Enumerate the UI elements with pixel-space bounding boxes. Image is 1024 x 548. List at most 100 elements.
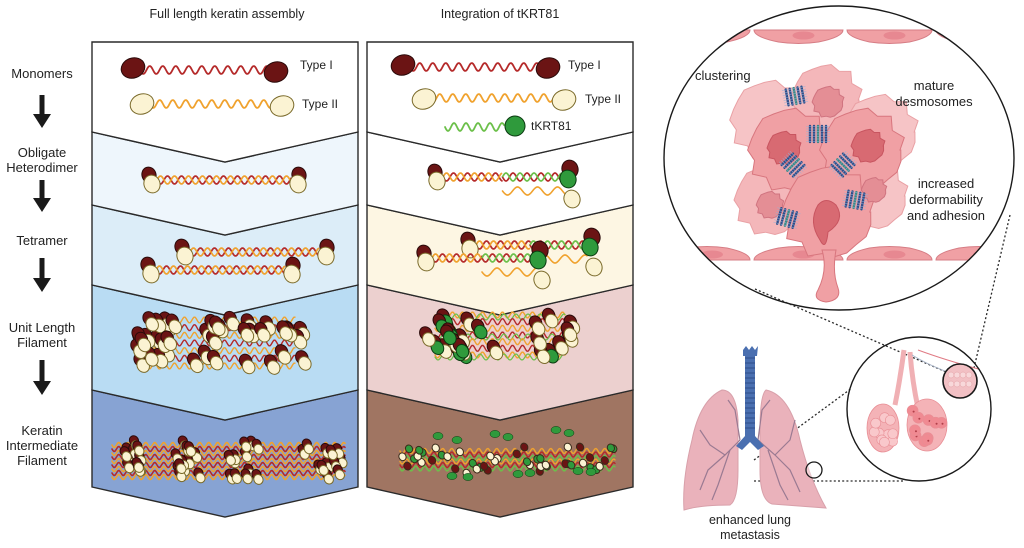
label-line: enhanced lung [708, 513, 792, 527]
desmosome-filament [832, 154, 850, 172]
heterodimer [141, 166, 307, 194]
type2-head [298, 356, 312, 371]
type2-head [531, 321, 546, 336]
label-line: desmosomes [895, 94, 973, 109]
type2-head [142, 264, 160, 284]
type2-head [253, 443, 264, 455]
label-line: increased [917, 176, 975, 191]
type2-head [241, 441, 252, 453]
desmosome-filament [841, 205, 866, 210]
type2-head [145, 352, 159, 367]
tumor-cell-small [959, 380, 967, 388]
desmosome-icon [829, 151, 857, 179]
alveolus [912, 411, 925, 424]
arrow-head [33, 278, 51, 292]
tkrt81-head [581, 237, 599, 257]
type2-head [241, 359, 256, 375]
arrow-head [33, 198, 51, 212]
tkrt81-heterodimer [427, 159, 581, 209]
tumor-cell-small [947, 380, 955, 388]
type1-rod [139, 65, 271, 75]
helix-strand [431, 253, 483, 263]
free-tkrt81-head [502, 433, 514, 441]
type2-head [563, 189, 581, 209]
label-line: Filament [17, 453, 67, 468]
type2-head [422, 332, 436, 347]
type2-head [231, 473, 242, 484]
stage-label-monomers: Monomers [0, 66, 88, 81]
right-column-title: Integration of tKRT81 [440, 7, 560, 21]
protein-head [455, 447, 464, 457]
tkrt81-head [443, 330, 457, 346]
free-tkrt81-head [563, 429, 575, 437]
keratin-intermediate-filament-right [398, 426, 618, 481]
tumor-cell-small [959, 371, 967, 379]
bronchial-tree [699, 399, 801, 501]
tkrt81-rod [444, 121, 505, 133]
type2-head [533, 270, 551, 290]
desmosome-filament [842, 202, 866, 208]
type2-head [327, 449, 338, 461]
desmosome-filament [782, 88, 806, 94]
desmosome-filament [784, 101, 809, 106]
arrow-shaft [39, 360, 45, 383]
type2-head [544, 313, 559, 329]
label-line: Intermediate [5, 438, 79, 453]
protein-head [563, 442, 572, 452]
type2-head [266, 360, 281, 375]
desmosome-filament [784, 156, 802, 174]
alveoli-view-circle [846, 336, 992, 482]
type2-head [129, 93, 155, 115]
type2-head [269, 95, 295, 117]
desmosome-filament [774, 219, 798, 227]
desmosome-icon [773, 207, 801, 229]
helix-strand [111, 465, 346, 473]
type2-head [555, 341, 569, 356]
free-tkrt81-head [462, 473, 474, 481]
nucleus [813, 200, 841, 245]
type2-head [208, 335, 223, 351]
larynx [743, 346, 758, 356]
down-arrow-icon [33, 95, 51, 128]
type2-head [533, 336, 547, 351]
protein-head [472, 464, 481, 474]
desmosome-filament [787, 152, 806, 171]
connector-line [753, 387, 853, 461]
alveolus [921, 433, 934, 446]
helix-strand [442, 172, 503, 182]
connector-line [973, 214, 1011, 369]
helix-strand [156, 175, 292, 185]
type2-head [417, 252, 435, 272]
alveolus [929, 416, 942, 429]
type2-head [283, 264, 301, 284]
tkrt81-heterodimer [416, 240, 551, 290]
desmosome-filament [777, 207, 801, 215]
alveolar-nucleus [941, 422, 944, 425]
helix-strand [434, 318, 566, 326]
protein-head [512, 449, 521, 459]
type2-loose-rod [501, 186, 566, 196]
type2-head [242, 473, 253, 485]
label-line: Heterodimer [6, 160, 78, 175]
desmosome-filament [844, 190, 869, 195]
type2-loose-rod [481, 267, 536, 277]
protein-head [451, 464, 460, 474]
desmosome-filament [775, 212, 800, 219]
nucleus [755, 190, 785, 219]
protein-head [578, 458, 588, 468]
type2-head [225, 455, 236, 466]
protein-head [431, 443, 440, 453]
desmosome-filament [844, 192, 868, 198]
helix-strand [399, 465, 616, 472]
arrow-shaft [39, 95, 45, 116]
protein-head [541, 460, 551, 470]
carina [736, 436, 764, 450]
type2-head [134, 445, 145, 457]
bronchus [757, 439, 801, 493]
type2-head [563, 327, 578, 343]
type2-head [257, 328, 271, 343]
type2-monomer-left [129, 93, 295, 117]
label-line: Tetramer [16, 233, 68, 248]
down-arrow-icon [33, 258, 51, 292]
molecules [111, 54, 618, 485]
